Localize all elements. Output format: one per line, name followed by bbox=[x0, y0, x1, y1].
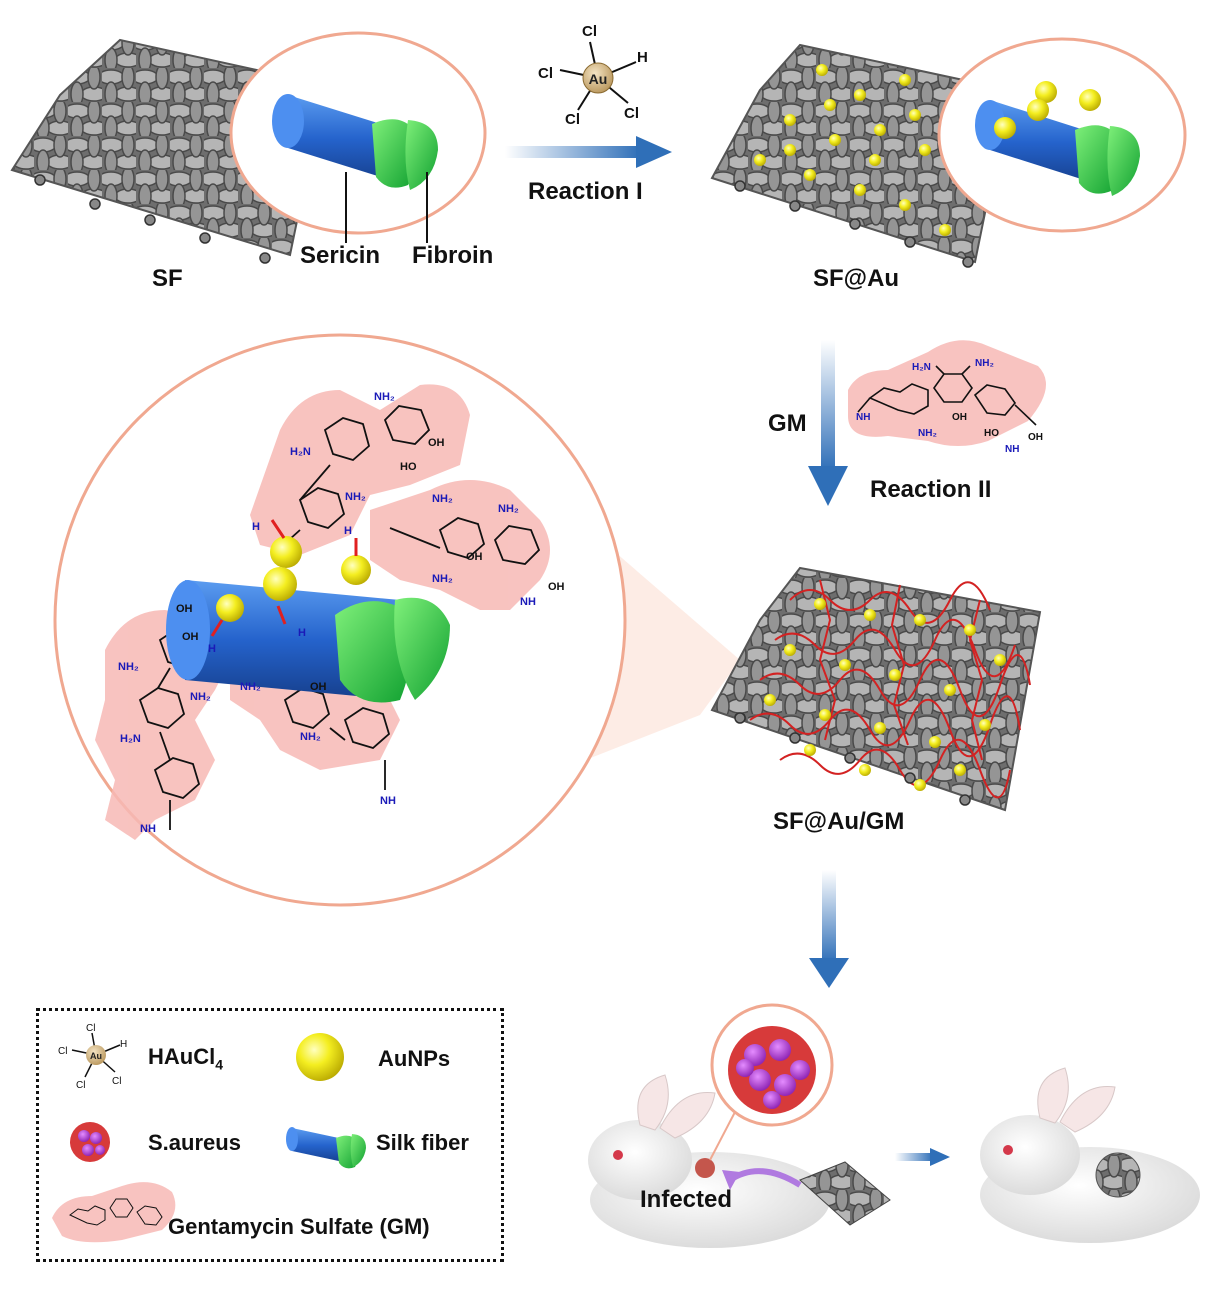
reaction1-arrow bbox=[505, 136, 672, 168]
treatment-arrow bbox=[809, 870, 849, 988]
svg-text:NH: NH bbox=[140, 823, 156, 835]
svg-text:H: H bbox=[120, 1039, 127, 1050]
svg-text:H: H bbox=[208, 643, 216, 655]
reaction2-label: Reaction II bbox=[870, 476, 992, 503]
svg-text:OH: OH bbox=[182, 631, 199, 643]
svg-text:NH₂: NH₂ bbox=[432, 493, 453, 505]
legend-silk-fiber-icon bbox=[286, 1127, 366, 1169]
legend-gm-icon bbox=[52, 1182, 176, 1243]
gm-zoom-circle: NH₂ H₂N OH HO NH₂ NH₂ NH₂ NH₂ OH OH NH H… bbox=[53, 333, 740, 907]
au-atom-label: Au bbox=[589, 71, 608, 87]
svg-text:HO: HO bbox=[984, 428, 999, 439]
svg-text:Cl: Cl bbox=[58, 1046, 67, 1057]
sericin-label: Sericin bbox=[300, 242, 381, 269]
legend-gm-label: Gentamycin Sulfate (GM) bbox=[168, 1214, 430, 1239]
svg-text:NH: NH bbox=[380, 795, 396, 807]
svg-text:OH: OH bbox=[548, 581, 565, 593]
svg-text:OH: OH bbox=[466, 551, 483, 563]
sf-au-gm-label: SF@Au/GM bbox=[773, 808, 905, 835]
sf-label: SF bbox=[152, 265, 183, 292]
legend-box bbox=[36, 1008, 504, 1262]
legend-aunp-icon bbox=[296, 1033, 344, 1081]
infected-rabbit bbox=[588, 1074, 830, 1248]
svg-text:NH₂: NH₂ bbox=[345, 491, 366, 503]
svg-text:H₂N: H₂N bbox=[912, 362, 931, 373]
svg-text:HO: HO bbox=[400, 461, 417, 473]
svg-text:H: H bbox=[637, 49, 648, 66]
svg-text:NH₂: NH₂ bbox=[300, 731, 321, 743]
svg-text:OH: OH bbox=[1028, 432, 1043, 443]
svg-text:NH₂: NH₂ bbox=[975, 358, 994, 369]
svg-text:Cl: Cl bbox=[112, 1076, 121, 1087]
svg-text:Cl: Cl bbox=[565, 111, 580, 128]
svg-text:NH₂: NH₂ bbox=[374, 391, 395, 403]
svg-text:NH₂: NH₂ bbox=[240, 681, 261, 693]
legend-haucl4-label: HAuCl4 bbox=[148, 1044, 224, 1073]
svg-text:NH₂: NH₂ bbox=[498, 503, 519, 515]
legend-haucl4-icon: Au Cl Cl Cl Cl H bbox=[58, 1023, 127, 1091]
gm-label: GM bbox=[768, 410, 807, 437]
svg-text:H: H bbox=[344, 525, 352, 537]
healed-arrow bbox=[895, 1148, 950, 1166]
silk-fiber-cross-section bbox=[272, 94, 438, 190]
svg-text:NH: NH bbox=[856, 412, 870, 423]
reaction2-arrow bbox=[808, 340, 848, 506]
svg-text:NH₂: NH₂ bbox=[190, 691, 211, 703]
sf-zoom-circle bbox=[229, 31, 487, 243]
gm-atom-labels: NH₂ H₂N OH HO NH₂ NH₂ NH₂ NH₂ OH OH NH H… bbox=[118, 391, 565, 835]
svg-text:NH: NH bbox=[1005, 444, 1019, 455]
svg-text:OH: OH bbox=[176, 603, 193, 615]
svg-text:Cl: Cl bbox=[582, 23, 597, 40]
svg-text:H: H bbox=[298, 627, 306, 639]
healed-rabbit bbox=[980, 1067, 1200, 1243]
svg-text:NH₂: NH₂ bbox=[918, 428, 937, 439]
patch-arrow bbox=[722, 1168, 802, 1190]
svg-text:OH: OH bbox=[428, 437, 445, 449]
svg-text:H₂N: H₂N bbox=[290, 446, 311, 458]
reaction1-label: Reaction I bbox=[528, 178, 643, 205]
infection-zoom-circle bbox=[709, 1003, 834, 1161]
sf-au-gm-fabric bbox=[710, 566, 1042, 812]
haucl4-molecule: Au Cl Cl Cl Cl H bbox=[538, 23, 648, 128]
svg-text:H₂N: H₂N bbox=[120, 733, 141, 745]
svg-text:Cl: Cl bbox=[538, 65, 553, 82]
svg-text:Cl: Cl bbox=[76, 1080, 85, 1091]
sf-au-label: SF@Au bbox=[813, 265, 900, 292]
svg-text:OH: OH bbox=[952, 412, 967, 423]
silk-fiber-with-gold bbox=[166, 519, 450, 703]
legend-icons: Au Cl Cl Cl Cl H bbox=[52, 1023, 366, 1243]
svg-text:Cl: Cl bbox=[624, 105, 639, 122]
svg-text:NH: NH bbox=[520, 596, 536, 608]
sf-au-gm-patch bbox=[799, 1161, 891, 1226]
legend-silk-fiber-label: Silk fiber bbox=[376, 1130, 469, 1155]
svg-text:NH₂: NH₂ bbox=[118, 661, 139, 673]
svg-text:Cl: Cl bbox=[86, 1023, 95, 1034]
gm-molecule-small: H₂N NH₂ NH₂ OH HO OH NH NH bbox=[848, 340, 1046, 455]
sf-au-zoom-circle bbox=[937, 37, 1187, 233]
svg-text:H: H bbox=[252, 521, 260, 533]
infected-label: Infected bbox=[640, 1186, 733, 1213]
legend-saureus-label: S.aureus bbox=[148, 1130, 241, 1155]
svg-text:Au: Au bbox=[90, 1051, 102, 1061]
legend-saureus-icon bbox=[70, 1122, 110, 1162]
fibroin-label: Fibroin bbox=[412, 242, 494, 269]
svg-text:OH: OH bbox=[310, 681, 327, 693]
svg-text:NH₂: NH₂ bbox=[432, 573, 453, 585]
legend-aunps-label: AuNPs bbox=[378, 1046, 451, 1071]
